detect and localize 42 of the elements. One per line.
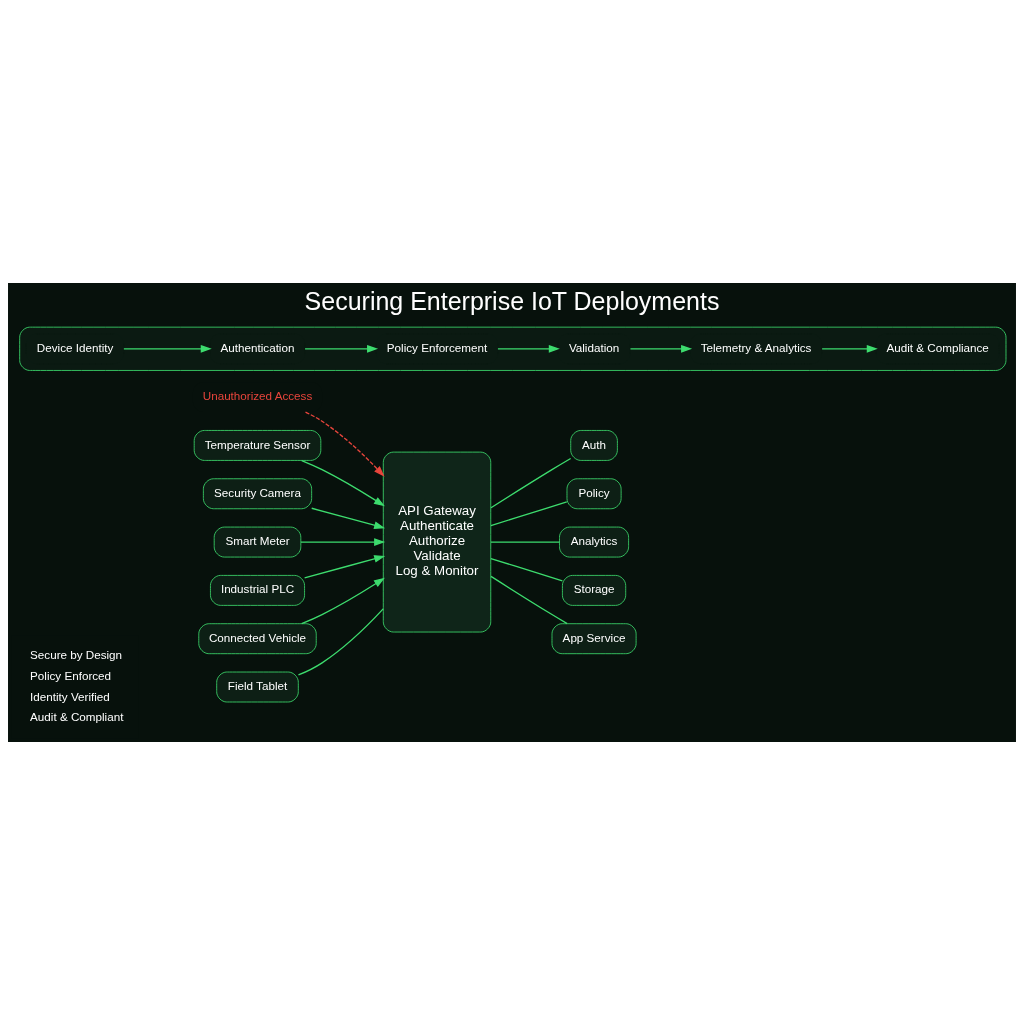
- arrow: [123, 344, 212, 353]
- arrow: [304, 344, 379, 353]
- connector: [297, 607, 384, 676]
- arrow: [301, 577, 385, 624]
- arrow: [304, 411, 385, 477]
- label: Identity Verified: [30, 689, 110, 703]
- node-text: Unauthorized Access: [202, 388, 313, 402]
- node-box: Security Camera: [202, 477, 313, 509]
- connector: [490, 457, 572, 508]
- node-text: Policy Enforcement: [386, 340, 488, 354]
- arrow: [311, 507, 386, 529]
- node-text: Audit & Compliance: [886, 340, 989, 354]
- arrow: [300, 537, 386, 546]
- node-box: Policy: [566, 477, 622, 509]
- node-text: Authentication: [220, 340, 295, 354]
- label: Secure by Design: [30, 647, 123, 661]
- arrow: [303, 554, 386, 578]
- node-box: API Gateway Authenticate Authorize Validate Log & Monitor: [382, 451, 492, 632]
- cluster: [19, 326, 1007, 371]
- node-box: Connected Vehicle: [198, 622, 317, 654]
- node-box: Field Tablet: [216, 671, 299, 702]
- node-text: Validation: [568, 340, 620, 354]
- arrow: [301, 459, 385, 506]
- node-box: Storage: [562, 574, 627, 606]
- arrow: [821, 344, 878, 353]
- node-text: Telemetry & Analytics: [700, 340, 812, 354]
- label: Policy Enforced: [30, 668, 112, 682]
- diagram-title: Securing Enterprise IoT Deployments: [304, 286, 720, 315]
- arrow: [629, 344, 693, 353]
- node-box: Temperature Sensor: [193, 429, 322, 461]
- node-box: Auth: [570, 429, 618, 461]
- arrow: [497, 344, 560, 353]
- node-box: App Service: [551, 622, 637, 654]
- node-box: Industrial PLC: [210, 574, 305, 606]
- node-box: Analytics: [559, 526, 630, 557]
- connector: [490, 557, 564, 581]
- connector: [490, 575, 568, 624]
- node-box: Smart Meter: [213, 526, 302, 557]
- label: Audit & Compliant: [30, 709, 124, 723]
- connector: [490, 500, 568, 526]
- node-text: Device Identity: [36, 340, 114, 354]
- connector: [490, 540, 561, 543]
